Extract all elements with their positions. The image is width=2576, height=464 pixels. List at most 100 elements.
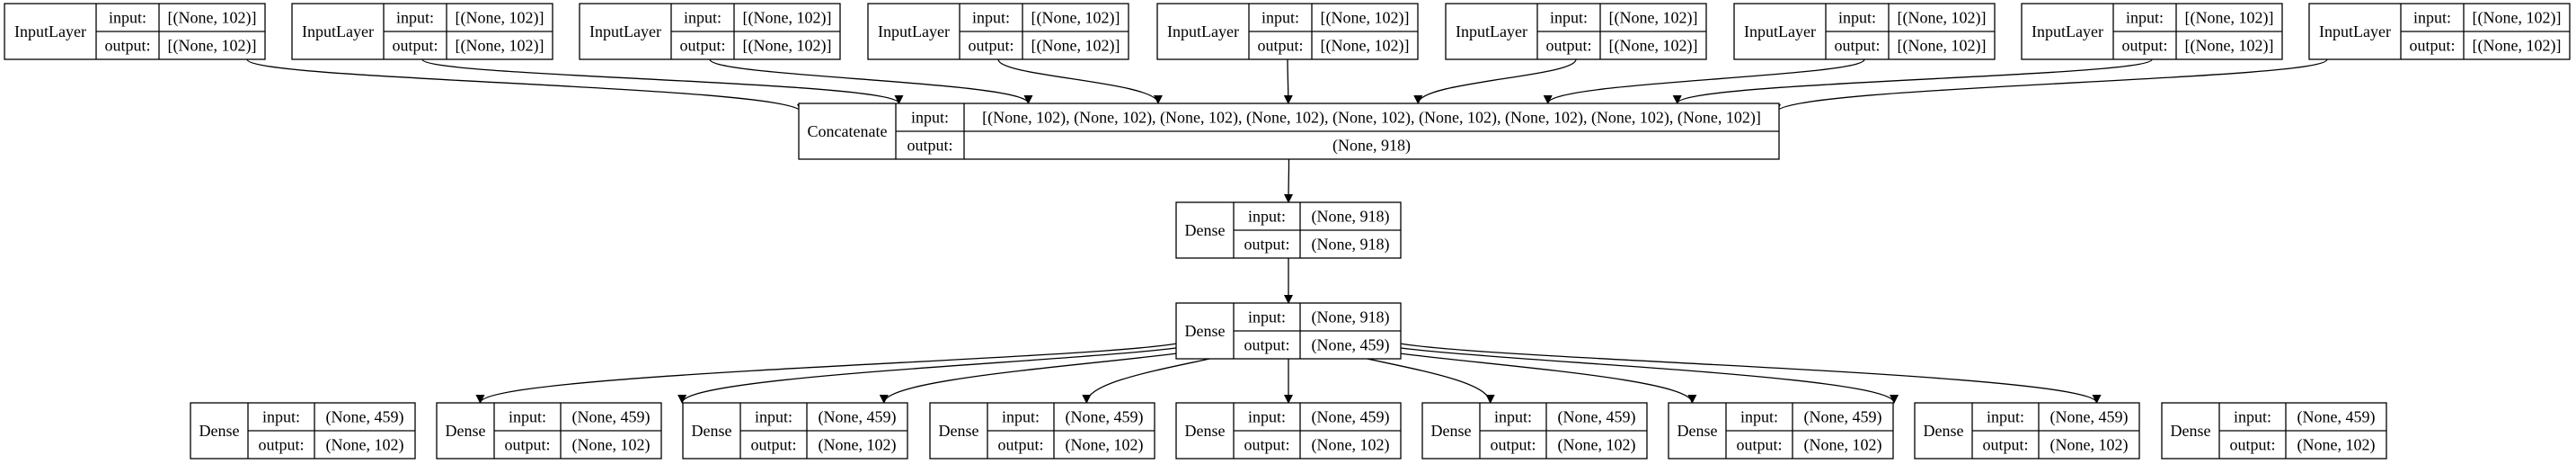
input-shape: (None, 459) — [572, 408, 651, 427]
output-shape: (None, 102) — [2050, 436, 2129, 455]
input-shape: (None, 459) — [2050, 408, 2129, 427]
edge-arrow — [1284, 158, 1294, 203]
edge-arrow — [1386, 338, 2102, 404]
input-label: input: — [755, 408, 792, 426]
output-label: output: — [1244, 336, 1289, 354]
output-label: output: — [2229, 436, 2275, 454]
layer-name: Dense — [692, 422, 732, 440]
input-label: input: — [1550, 9, 1588, 27]
output-label: output: — [104, 37, 150, 55]
input-shape: [(None, 102), (None, 102), (None, 102), … — [982, 109, 1761, 128]
input-shape: [(None, 102)] — [1031, 9, 1120, 28]
edge-arrow — [997, 58, 1163, 104]
input-label: input: — [1838, 9, 1876, 27]
input-label: input: — [509, 408, 546, 426]
edge-arrow — [475, 338, 1191, 404]
output-label: output: — [1736, 436, 1782, 454]
input-label: input: — [1494, 408, 1532, 426]
output-shape: (None, 102) — [819, 436, 897, 455]
output-shape: [(None, 102)] — [456, 37, 544, 56]
input-label: input: — [972, 9, 1010, 27]
output-label: output: — [750, 436, 796, 454]
output-shape: [(None, 102)] — [743, 37, 832, 56]
output-shape: (None, 102) — [2297, 436, 2376, 455]
output-shape: (None, 102) — [1804, 436, 1882, 455]
output-label: output: — [504, 436, 550, 454]
output-shape: [(None, 102)] — [1321, 37, 1410, 56]
layer-name: InputLayer — [2319, 22, 2391, 40]
input-shape: [(None, 102)] — [1898, 9, 1987, 28]
input-label: input: — [109, 9, 146, 27]
output-shape: [(None, 102)] — [1898, 37, 1987, 56]
layer-name: InputLayer — [302, 22, 374, 40]
input-label: input: — [1248, 208, 1286, 226]
output-shape: (None, 102) — [326, 436, 404, 455]
output-label: output: — [997, 436, 1043, 454]
output-shape: [(None, 102)] — [2473, 37, 2562, 56]
nodes: InputLayer input: output: [(None, 102)] [(No… — [4, 3, 2571, 460]
input-shape: (None, 918) — [1312, 208, 1390, 227]
input-label: input: — [2126, 9, 2164, 27]
input-label: input: — [1002, 408, 1040, 426]
output-label: output: — [679, 37, 725, 55]
layer-name: Dense — [1185, 322, 1226, 340]
input-label: input: — [1261, 9, 1299, 27]
edge-arrow — [1772, 58, 2328, 113]
layer-name: InputLayer — [878, 22, 950, 40]
output-shape: (None, 918) — [1312, 236, 1390, 254]
layer-name: InputLayer — [2032, 22, 2103, 40]
layer-name: Concatenate — [808, 122, 888, 140]
output-label: output: — [1982, 436, 2028, 454]
output-label: output: — [2121, 37, 2167, 55]
input-shape: [(None, 102)] — [2185, 9, 2274, 28]
input-shape: (None, 459) — [819, 408, 897, 427]
output-label: output: — [907, 137, 952, 155]
input-label: input: — [2413, 9, 2451, 27]
input-shape: (None, 459) — [1558, 408, 1636, 427]
input-shape: (None, 459) — [1312, 408, 1390, 427]
output-shape: [(None, 102)] — [1031, 37, 1120, 56]
edge-arrow — [1413, 58, 1577, 104]
edge-arrow — [421, 58, 904, 104]
edge-arrow — [1672, 58, 2153, 104]
input-shape: (None, 918) — [1312, 308, 1390, 327]
input-shape: [(None, 102)] — [2473, 9, 2562, 28]
layer-name: InputLayer — [1744, 22, 1816, 40]
layer-name: Dense — [2171, 422, 2211, 440]
layer-name: Dense — [446, 422, 486, 440]
output-label: output: — [1545, 37, 1591, 55]
edge-arrow — [709, 58, 1033, 104]
input-shape: (None, 459) — [1804, 408, 1882, 427]
input-label: input: — [2234, 408, 2271, 426]
layer-name: Dense — [199, 422, 240, 440]
output-shape: (None, 102) — [1066, 436, 1144, 455]
output-label: output: — [1244, 236, 1289, 254]
output-shape: (None, 459) — [1312, 336, 1390, 355]
output-shape: [(None, 102)] — [2185, 37, 2274, 56]
input-label: input: — [262, 408, 300, 426]
edge-arrow — [1543, 58, 1865, 104]
output-label: output: — [392, 37, 438, 55]
input-shape: [(None, 102)] — [168, 9, 257, 28]
layer-name: InputLayer — [1167, 22, 1239, 40]
output-shape: (None, 102) — [1312, 436, 1390, 455]
layer-name: InputLayer — [14, 22, 86, 40]
dense-node: Dense input: output: (None, 918) (None, 459) — [1175, 302, 1402, 360]
output-label: output: — [968, 37, 1014, 55]
input-label: input: — [1248, 308, 1286, 326]
input-layer-node: InputLayer input: output: [(None, 102)] [(No… — [2021, 3, 2283, 60]
output-label: output: — [1490, 436, 1536, 454]
dense-output-node: Dense input: output: (None, 459) (None, 102) — [682, 402, 908, 460]
